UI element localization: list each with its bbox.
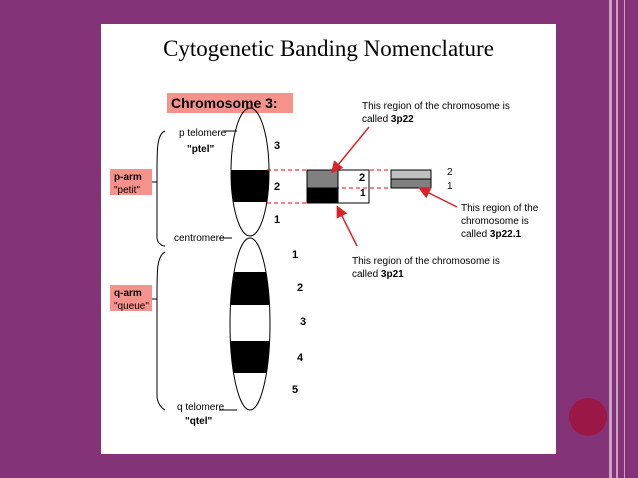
zoom-box-outline [337, 169, 370, 204]
q-band-number: 5 [292, 384, 299, 396]
p-arm-bracket [156, 130, 166, 247]
zoom2-band-number: 2 [447, 167, 453, 178]
p-band-2-dark [231, 170, 269, 202]
p-arm-outline [230, 107, 270, 237]
q-arm-label: q-arm"queue" [110, 285, 152, 312]
circle-button[interactable] [569, 398, 607, 436]
slide: Cytogenetic Banding Nomenclature Chromos… [101, 24, 556, 454]
arrow-3p22 [331, 126, 370, 174]
q-band-number: 2 [297, 282, 304, 294]
q-band-2-dark [230, 272, 270, 305]
q-arm-bracket [156, 251, 166, 411]
ptel-label: "ptel" [187, 144, 215, 155]
chromosome-label: Chromosome 3: [167, 93, 293, 113]
q-band-number: 1 [292, 249, 299, 261]
slide-title: Cytogenetic Banding Nomenclature [163, 36, 494, 61]
p-arm-label: p-arm"petit" [110, 169, 152, 196]
q-arm-outline [229, 237, 271, 411]
annotation-3p21: This region of the chromosome is called … [352, 256, 500, 280]
arrow-3p21 [336, 205, 358, 247]
decorative-stripe [624, 0, 625, 478]
zoom-band-number: 1 [360, 188, 366, 199]
chromosome-diagram [152, 107, 458, 411]
q-telomere-label: q telomere [177, 402, 225, 413]
decorative-stripe [616, 0, 618, 478]
zoom-band-number: 2 [359, 172, 366, 184]
q-band-4-dark [230, 341, 270, 373]
q-band-number: 3 [300, 316, 307, 328]
zoom2-band-2-light [390, 169, 432, 180]
qtel-label: "qtel" [185, 416, 213, 427]
decorative-stripe [609, 0, 612, 478]
p-telomere-label: p telomere [179, 128, 227, 139]
p-band-number: 3 [274, 140, 281, 152]
zoom2-band-number: 1 [447, 181, 453, 192]
centromere-label: centromere [174, 233, 225, 244]
zoom2-band-1-gray [390, 178, 432, 189]
annotation-3p22-1: This region of the chromosome is called … [461, 203, 539, 240]
zoom-band-1-dark [306, 187, 339, 204]
q-band-number: 4 [297, 352, 304, 364]
p-band-number: 1 [274, 214, 281, 226]
p-band-number: 2 [274, 181, 281, 193]
arrow-3p221 [418, 187, 458, 208]
zoom-band-2-gray [306, 169, 339, 189]
annotation-3p22: This region of the chromosome is called … [362, 101, 510, 125]
